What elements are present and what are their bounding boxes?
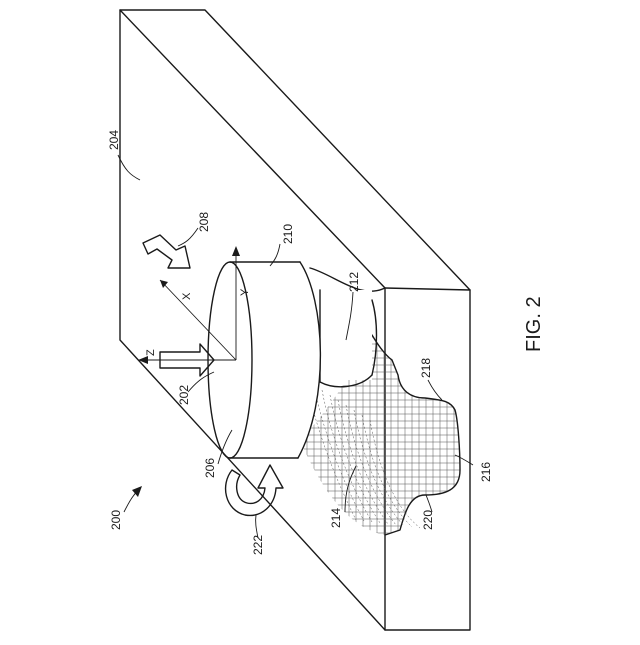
label-218: 218 (419, 358, 433, 378)
tool-pin (320, 290, 377, 387)
label-216: 216 (479, 462, 493, 482)
label-220: 220 (421, 510, 435, 530)
label-204: 204 (107, 130, 121, 150)
label-208: 208 (197, 212, 211, 232)
label-202: 202 (177, 385, 191, 405)
feed-arrow (143, 235, 190, 268)
label-210: 210 (281, 224, 295, 244)
axis-x-label: X (181, 292, 193, 300)
label-222: 222 (251, 535, 265, 555)
rotation-arrow-icon (226, 465, 283, 515)
label-200: 200 (109, 510, 123, 530)
axis-z-label: Z (145, 349, 157, 356)
label-212: 212 (347, 272, 361, 292)
stir-line (362, 415, 412, 527)
label-206: 206 (203, 458, 217, 478)
axis-y-label: Y (239, 288, 251, 296)
figure-caption: FIG. 2 (523, 296, 545, 352)
label-214: 214 (329, 508, 343, 528)
stir-line (346, 405, 396, 525)
